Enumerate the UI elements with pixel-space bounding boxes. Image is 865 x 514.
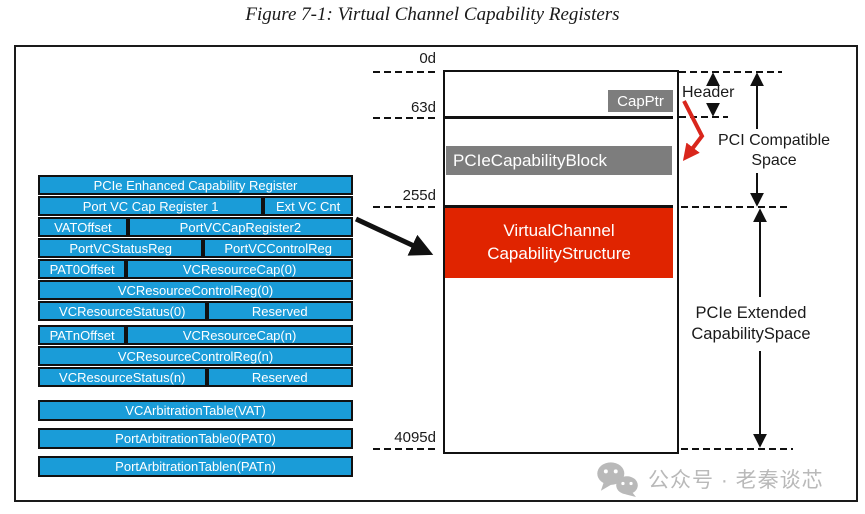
address-label-0d: 0d bbox=[419, 50, 436, 67]
register-cell: VATOffset bbox=[38, 217, 128, 237]
pcie-extended-line2: CapabilitySpace bbox=[691, 324, 811, 343]
table-row: VCResourceStatus(0) Reserved bbox=[38, 301, 353, 321]
register-cell: VCResourceCap(n) bbox=[126, 325, 353, 345]
register-cell: VCResourceControlReg(n) bbox=[38, 346, 353, 366]
watermark: 公众号 · 老秦谈芯 bbox=[596, 461, 824, 497]
table-row: PortArbitrationTable0(PAT0) bbox=[38, 428, 353, 449]
table-row: VCResourceControlReg(n) bbox=[38, 346, 353, 366]
table-row: VATOffset PortVCCapRegister2 bbox=[38, 217, 353, 237]
register-cell: PAT0Offset bbox=[38, 259, 127, 279]
register-cell: Port VC Cap Register 1 bbox=[38, 196, 264, 216]
table-row: PAT0Offset VCResourceCap(0) bbox=[38, 259, 353, 279]
pci-compatible-line1: PCI Compatible bbox=[717, 132, 831, 149]
table-row: PATnOffset VCResourceCap(n) bbox=[38, 325, 353, 345]
register-cell: Reserved bbox=[206, 301, 353, 321]
table-row: VCResourceStatus(n) Reserved bbox=[38, 367, 353, 387]
table-row: PortArbitrationTablen(PATn) bbox=[38, 456, 353, 477]
register-cell: VCResourceControlReg(0) bbox=[38, 280, 353, 300]
map-divider-63d bbox=[445, 116, 673, 119]
register-cell: VCResourceStatus(n) bbox=[38, 367, 207, 387]
figure-border bbox=[14, 45, 858, 502]
register-cell: PortVCControlReg bbox=[203, 238, 353, 258]
pcie-capability-block: PCIeCapabilityBlock bbox=[446, 146, 672, 175]
virtual-channel-structure-block: VirtualChannel CapabilityStructure bbox=[445, 208, 673, 278]
register-cell: Reserved bbox=[206, 367, 353, 387]
config-space-map: CapPtr PCIeCapabilityBlock VirtualChanne… bbox=[443, 70, 679, 454]
header-label: Header bbox=[682, 84, 735, 101]
table-row: PCIe Enhanced Capability Register bbox=[38, 175, 353, 195]
address-label-63d: 63d bbox=[410, 99, 436, 116]
address-label-255d: 255d bbox=[402, 187, 436, 204]
register-cell: PortArbitrationTable0(PAT0) bbox=[38, 428, 353, 449]
table-row: PortVCStatusReg PortVCControlReg bbox=[38, 238, 353, 258]
register-cell: PCIe Enhanced Capability Register bbox=[38, 175, 353, 195]
pci-compatible-line2: Space bbox=[751, 152, 797, 169]
register-cell: Ext VC Cnt bbox=[263, 196, 353, 216]
map-divider-255d bbox=[445, 205, 673, 208]
register-cell: PATnOffset bbox=[38, 325, 127, 345]
register-cell: PortArbitrationTablen(PATn) bbox=[38, 456, 353, 477]
register-cell: VCResourceStatus(0) bbox=[38, 301, 207, 321]
register-cell: VCArbitrationTable(VAT) bbox=[38, 400, 353, 421]
pci-compatible-space-label: PCI Compatible Space bbox=[705, 131, 843, 171]
table-row: Port VC Cap Register 1 Ext VC Cnt bbox=[38, 196, 353, 216]
vc-structure-line1: VirtualChannel bbox=[503, 221, 615, 241]
figure-title: Figure 7-1: Virtual Channel Capability R… bbox=[245, 4, 620, 25]
register-cell: VCResourceCap(0) bbox=[126, 259, 353, 279]
pcie-extended-space-label: PCIe Extended CapabilitySpace bbox=[683, 303, 819, 344]
vc-structure-line2: CapabilityStructure bbox=[487, 244, 631, 263]
pcie-extended-line1: PCIe Extended bbox=[695, 304, 807, 322]
register-cell: PortVCCapRegister2 bbox=[127, 217, 353, 237]
watermark-text: 公众号 · 老秦谈芯 bbox=[648, 469, 824, 492]
address-label-4095d: 4095d bbox=[394, 429, 436, 446]
table-row: VCArbitrationTable(VAT) bbox=[38, 400, 353, 421]
table-row: VCResourceControlReg(0) bbox=[38, 280, 353, 300]
capptr-block: CapPtr bbox=[608, 90, 673, 112]
wechat-icon bbox=[597, 462, 638, 497]
register-cell: PortVCStatusReg bbox=[38, 238, 204, 258]
